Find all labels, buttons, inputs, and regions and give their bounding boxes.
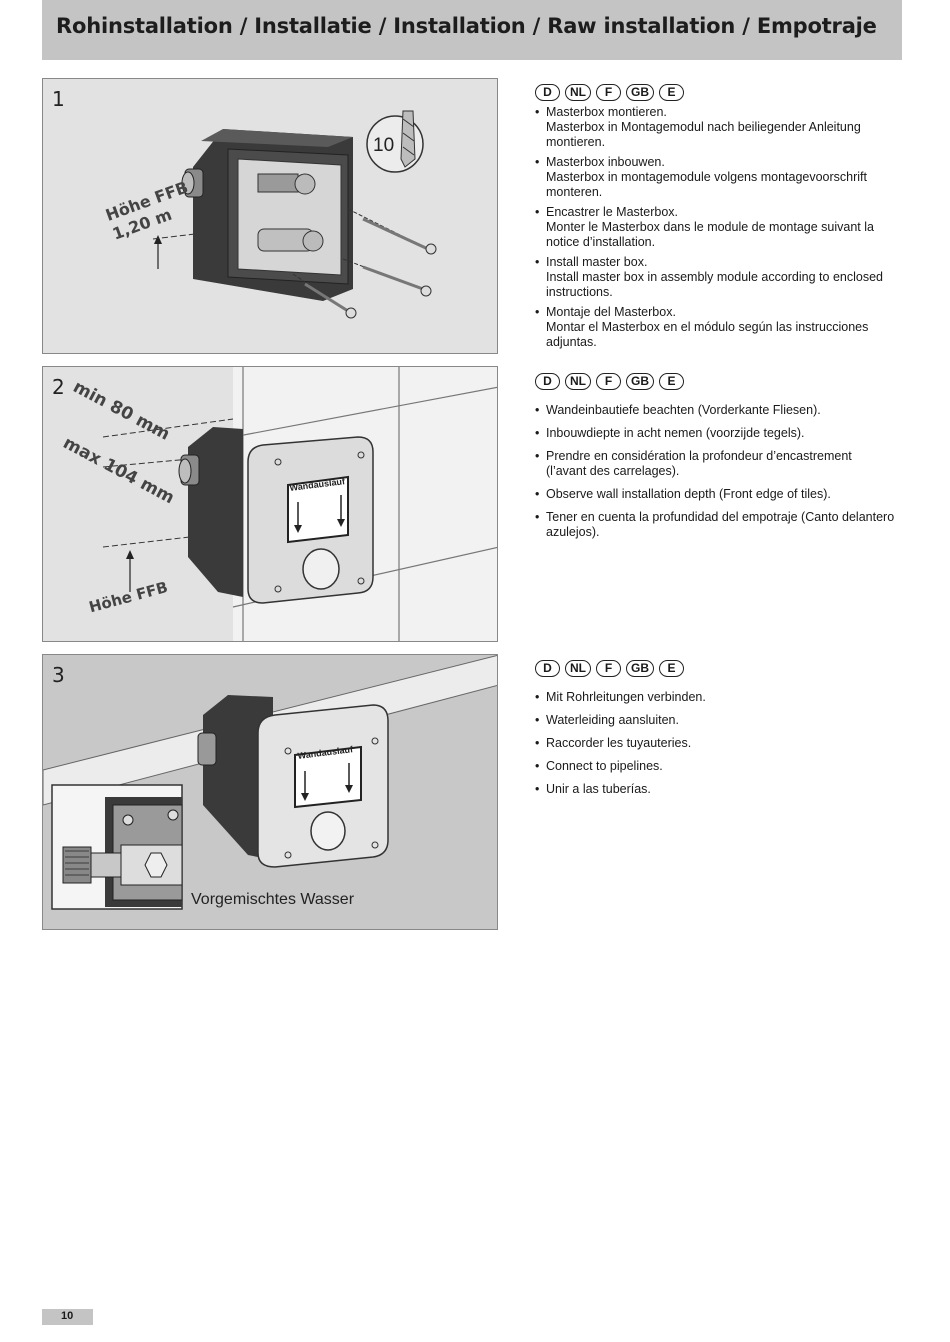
language-badges: D NL F GB E [535,84,895,103]
list-item: Montaje del Masterbox.Montar el Masterbo… [535,305,895,350]
lang-badge-nl: NL [565,373,591,390]
lang-badge-d: D [535,373,560,390]
list-item: Mit Rohrleitungen verbinden. [535,690,895,705]
masterbox-mounting-illustration [152,110,437,319]
step-2-number: 2 [52,375,65,399]
item-text: Install master box in assembly module ac… [546,270,883,299]
item-text: Monter le Masterbox dans le module de mo… [546,220,874,249]
list-item: Waterleiding aansluiten. [535,713,895,728]
list-item: Tener en cuenta la profundidad del empot… [535,510,895,540]
list-item: Inbouwdiepte in acht nemen (voorzijde te… [535,426,895,441]
step-3-list: Mit Rohrleitungen verbinden. Waterleidin… [535,690,895,797]
wall-depth-illustration [102,367,497,641]
step-2-figure: 2 min 80 mm max 104 mm Höhe FFB Wandausl… [42,366,498,642]
list-item: Raccorder les tuyauteries. [535,736,895,751]
language-badges: D NL F GB E [535,660,895,679]
lang-badge-f: F [596,373,621,390]
lang-badge-e: E [659,84,684,101]
item-title: Masterbox inbouwen. [546,155,665,169]
drill-size-label: 10 [373,135,395,156]
step-1-text: D NL F GB E Masterbox montieren.Masterbo… [535,84,895,355]
page-number: 10 [61,1310,74,1322]
inset-caption: Vorgemischtes Wasser [191,891,355,908]
step-3-figure: 3 Wandauslauf Vorgemischtes Wasser [42,654,498,930]
item-title: Encastrer le Masterbox. [546,205,678,219]
item-title: Install master box. [546,255,648,269]
lang-badge-gb: GB [626,84,654,101]
step-3-number: 3 [52,663,65,687]
lang-badge-nl: NL [565,660,591,677]
list-item: Prendre en considération la profondeur d… [535,449,895,479]
lang-badge-f: F [596,84,621,101]
lang-badge-gb: GB [626,373,654,390]
lang-badge-f: F [596,660,621,677]
language-badges: D NL F GB E [535,373,895,392]
list-item: Masterbox montieren.Masterbox in Montage… [535,105,895,150]
list-item: Encastrer le Masterbox.Monter le Masterb… [535,205,895,250]
list-item: Connect to pipelines. [535,759,895,774]
step-1-figure: 1 Höhe FFB 1,20 m 10 [42,78,498,354]
lang-badge-gb: GB [626,660,654,677]
lang-badge-d: D [535,84,560,101]
item-text: Masterbox in montagemodule volgens monta… [546,170,868,199]
page-number-box: 10 [42,1309,93,1325]
page-title: Rohinstallation / Installatie / Installa… [56,14,877,38]
page-header: Rohinstallation / Installatie / Installa… [42,0,902,60]
list-item: Install master box.Install master box in… [535,255,895,300]
item-title: Masterbox montieren. [546,105,667,119]
list-item: Wandeinbautiefe beachten (Vorderkante Fl… [535,403,895,418]
list-item: Masterbox inbouwen.Masterbox in montagem… [535,155,895,200]
lang-badge-nl: NL [565,84,591,101]
list-item: Unir a las tuberías. [535,782,895,797]
step-2-list: Wandeinbautiefe beachten (Vorderkante Fl… [535,403,895,540]
pipe-connection-illustration [43,655,497,910]
lang-badge-e: E [659,660,684,677]
step-2-text: D NL F GB E Wandeinbautiefe beachten (Vo… [535,373,895,548]
item-text: Masterbox in Montagemodul nach beiliegen… [546,120,861,149]
item-title: Montaje del Masterbox. [546,305,676,319]
lang-badge-e: E [659,373,684,390]
item-text: Montar el Masterbox en el módulo según l… [546,320,869,349]
step-3-text: D NL F GB E Mit Rohrleitungen verbinden.… [535,660,895,805]
lang-badge-d: D [535,660,560,677]
step-1-number: 1 [52,87,65,111]
list-item: Observe wall installation depth (Front e… [535,487,895,502]
step-1-list: Masterbox montieren.Masterbox in Montage… [535,105,895,350]
